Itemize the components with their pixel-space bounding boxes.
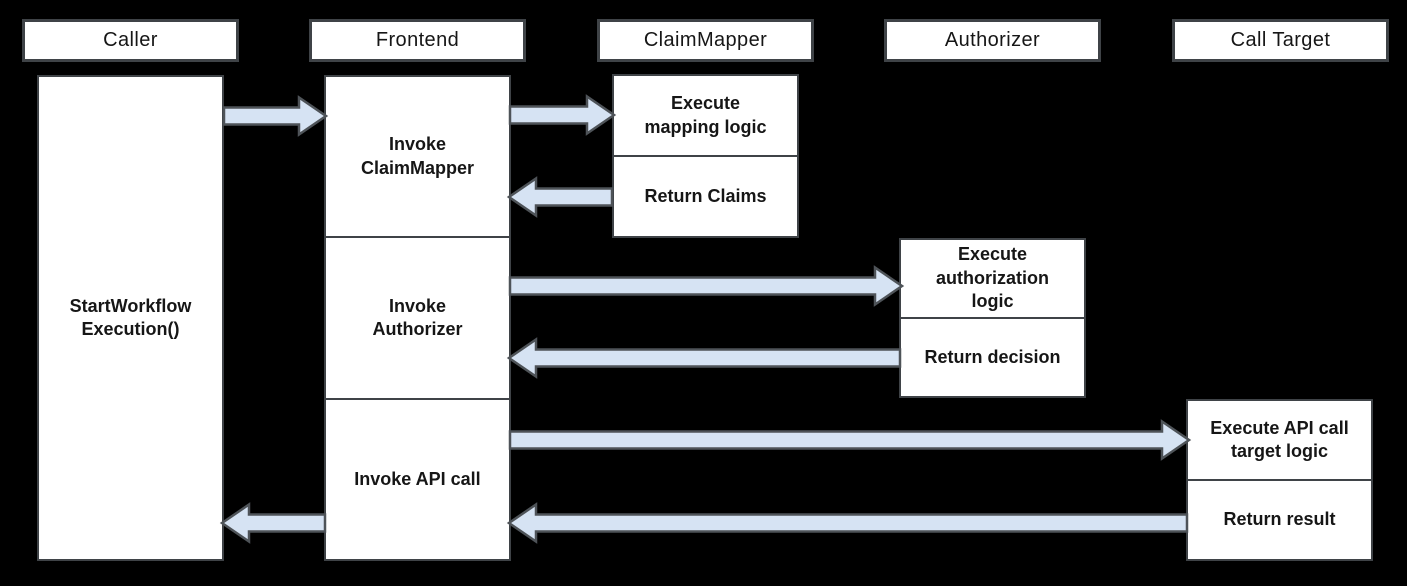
section-execute-mapping-logic: Execute mapping logic — [614, 76, 797, 155]
section-label: Execute mapping logic — [644, 93, 767, 137]
section-return-decision: Return decision — [901, 317, 1084, 396]
arrow-frontend-to-call-target — [508, 419, 1192, 461]
section-invoke-api-call: Invoke API call — [326, 397, 509, 559]
activity-frontend: Invoke ClaimMapper Invoke Authorizer Inv… — [324, 75, 511, 561]
lane-header-label: Call Target — [1230, 29, 1331, 51]
section-label: Invoke ClaimMapper — [360, 134, 475, 178]
arrow-frontend-to-claimmapper — [508, 94, 617, 136]
lane-header-label: ClaimMapper — [643, 29, 768, 51]
lane-header-call-target: Call Target — [1172, 19, 1389, 62]
activity-authorizer: Execute authorization logic Return decis… — [899, 238, 1086, 398]
activity-call-target: Execute API call target logic Return res… — [1186, 399, 1373, 561]
lane-header-claimmapper: ClaimMapper — [597, 19, 814, 62]
section-label: Execute authorization logic — [936, 244, 1049, 312]
section-label: Invoke Authorizer — [372, 295, 463, 339]
section-label: Execute API call target logic — [1210, 417, 1349, 461]
lane-header-frontend: Frontend — [309, 19, 526, 62]
section-execute-api-call-target-logic: Execute API call target logic — [1188, 401, 1371, 479]
section-invoke-authorizer: Invoke Authorizer — [326, 236, 509, 397]
lane-header-label: Authorizer — [944, 29, 1041, 51]
section-label: Return Claims — [644, 185, 767, 206]
arrow-call-target-return-to-frontend — [506, 502, 1189, 544]
section-startworkflow-execution: StartWorkflow Execution() — [39, 77, 222, 559]
section-invoke-claimmapper: Invoke ClaimMapper — [326, 77, 509, 236]
arrow-frontend-to-authorizer — [508, 265, 905, 307]
lane-header-caller: Caller — [22, 19, 239, 62]
section-label: StartWorkflow Execution() — [69, 295, 192, 339]
section-execute-authorization-logic: Execute authorization logic — [901, 240, 1084, 317]
lane-header-label: Frontend — [375, 29, 460, 51]
arrow-caller-to-frontend — [222, 95, 329, 137]
lane-header-label: Caller — [103, 29, 158, 51]
section-label: Return result — [1223, 509, 1336, 530]
section-return-result: Return result — [1188, 479, 1371, 559]
section-label: Return decision — [924, 346, 1061, 367]
lane-header-authorizer: Authorizer — [884, 19, 1101, 62]
arrow-claimmapper-return-to-frontend — [506, 176, 614, 218]
arrow-frontend-return-to-caller — [219, 502, 327, 544]
section-label: Invoke API call — [354, 468, 481, 489]
section-return-claims: Return Claims — [614, 155, 797, 236]
arrow-authorizer-return-to-frontend — [506, 337, 902, 379]
activity-claimmapper: Execute mapping logic Return Claims — [612, 74, 799, 238]
activity-caller: StartWorkflow Execution() — [37, 75, 224, 561]
